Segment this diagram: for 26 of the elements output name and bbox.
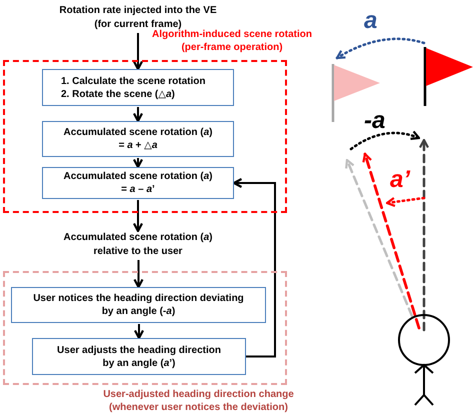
process-box xyxy=(42,69,234,106)
process-box xyxy=(42,167,234,199)
group-title: User-adjusted heading direction change (whenever user notices the deviation) xyxy=(102,389,295,414)
angle-label: a xyxy=(364,9,378,33)
step-text: = a – a’ xyxy=(121,183,155,196)
group-title: Algorithm-induced scene rotation (per-frame operation) xyxy=(152,29,313,54)
angle-label: -a xyxy=(364,109,386,133)
arrow xyxy=(132,200,144,232)
arrow xyxy=(232,178,276,358)
flow-text: Accumulated scene rotation (a) relative to the user xyxy=(55,231,221,259)
angle-label: a’ xyxy=(390,168,410,192)
arrow xyxy=(132,33,144,70)
step-text: 2. Rotate the scene (△a) xyxy=(61,88,175,100)
step-text: Accumulated scene rotation (a) xyxy=(64,126,212,139)
step-text: = a + △a xyxy=(118,139,158,152)
arrow xyxy=(134,324,144,340)
step-text: Accumulated scene rotation (a) xyxy=(64,170,212,183)
process-box xyxy=(11,287,266,323)
step-text: User adjusts the heading direction by an angle (a’) xyxy=(56,344,222,370)
arrow xyxy=(132,158,144,168)
process-box xyxy=(42,121,234,157)
arrow xyxy=(133,260,144,288)
step-text: 1. Calculate the scene rotation xyxy=(61,74,206,88)
arrow xyxy=(132,107,144,122)
process-box xyxy=(32,338,246,375)
step-text: User notices the heading direction deviating by an angle (-a) xyxy=(32,292,245,318)
